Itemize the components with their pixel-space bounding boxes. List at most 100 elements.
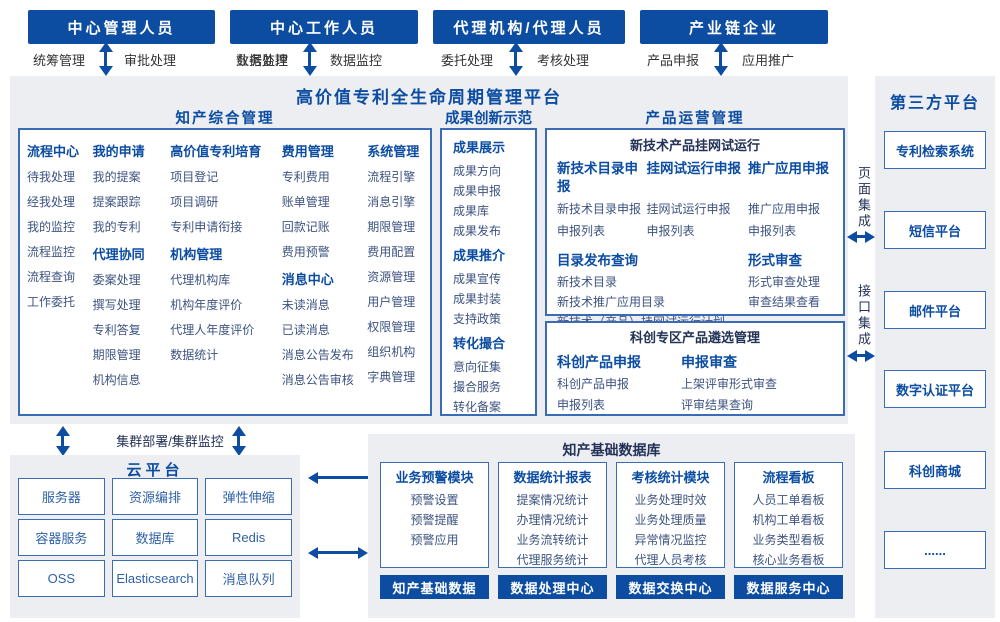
third-party-box-email: 邮件平台 bbox=[884, 291, 986, 329]
menu-group-items: 推广应用申报申报列表 bbox=[748, 198, 833, 242]
menu-group-header: 代理协同 bbox=[92, 247, 145, 262]
double-arrow-horizontal-icon bbox=[856, 354, 866, 357]
menu-group: 目录发布查询 新技术目录新技术推广应用目录新技术（产品）挂网试运行计划 bbox=[557, 250, 739, 332]
menu-item: 机构信息 bbox=[92, 373, 141, 387]
arrow-left-icon bbox=[317, 476, 369, 479]
menu-item: 评审结果查询 bbox=[681, 398, 754, 412]
menu-item: 流程引擎 bbox=[367, 170, 416, 184]
menu-item: 异常情况监控 bbox=[634, 533, 707, 547]
menu-group-items: 未读消息已读消息消息公告发布消息公告审核 bbox=[282, 293, 368, 393]
role-label-right: 应用推广 bbox=[742, 53, 795, 68]
third-party-box-more: ...... bbox=[884, 531, 986, 569]
role-label-left: 委托处理 bbox=[441, 53, 494, 68]
menu-group-items: 流程引擎消息引擎期限管理费用配置资源管理用户管理权限管理组织机构字典管理 bbox=[367, 165, 423, 390]
menu-item: 成果方向 bbox=[453, 164, 502, 178]
menu-item: 项目调研 bbox=[170, 195, 219, 209]
menu-group-header: 成果展示 bbox=[453, 140, 506, 155]
achievements-panel: 成果展示 成果方向成果申报成果库成果发布 成果推介 成果宣传成果封装支持政策 转… bbox=[440, 128, 537, 416]
menu-group-items: 业务处理时效业务处理质量异常情况监控代理人员考核 bbox=[617, 490, 724, 567]
third-party-title: 第三方平台 bbox=[889, 95, 980, 112]
menu-item: 业务类型看板 bbox=[752, 533, 825, 547]
role-title: 中心管理人员 bbox=[28, 10, 215, 44]
menu-group-header: 系统管理 bbox=[367, 144, 420, 159]
third-party-box-sci-mall: 科创商城 bbox=[884, 451, 986, 489]
menu-item: 流程查询 bbox=[27, 270, 76, 284]
menu-column: 高价值专利培育 项目登记项目调研专利申请衔接 机构管理 代理机构库机构年度评价代… bbox=[170, 139, 281, 405]
menu-item: 专利费用 bbox=[281, 170, 330, 184]
menu-group-header: 挂网试运行申报 bbox=[646, 161, 742, 176]
menu-group-items: 成果宣传成果封装支持政策 bbox=[453, 269, 535, 329]
menu-item: 代理人员考核 bbox=[634, 553, 707, 567]
menu-item: 预警应用 bbox=[410, 533, 459, 547]
menu-group-header: 消息中心 bbox=[281, 272, 334, 287]
menu-item: 未读消息 bbox=[281, 298, 330, 312]
double-arrow-vertical-icon bbox=[308, 52, 311, 66]
menu-item: 人员工单看板 bbox=[752, 493, 825, 507]
menu-item: 机构年度评价 bbox=[170, 298, 243, 312]
double-arrow-horizontal-icon bbox=[856, 235, 866, 238]
menu-item: 数据统计 bbox=[170, 348, 219, 362]
double-arrow-vertical-icon bbox=[514, 52, 517, 66]
menu-item: 资源管理 bbox=[367, 270, 416, 284]
db-bottom-bar: 数据服务中心 bbox=[734, 575, 843, 599]
menu-column: 费用管理 专利费用账单管理回款记账费用预警 消息中心 未读消息已读消息消息公告发… bbox=[282, 139, 368, 405]
menu-item: 科创产品申报 bbox=[557, 377, 630, 391]
db-column-stats-report: 数据统计报表 提案情况统计办理情况统计业务流转统计代理服务统计 bbox=[498, 462, 607, 568]
menu-column: 流程中心 待我处理经我处理我的监控流程监控流程查询工作委托 bbox=[27, 139, 93, 405]
menu-item: 成果库 bbox=[453, 204, 490, 218]
menu-group-header: 考核统计模块 bbox=[631, 470, 710, 485]
cloud-service-box: Redis bbox=[205, 519, 292, 556]
menu-item: 新技术推广应用目录 bbox=[557, 295, 666, 309]
menu-item: 工作委托 bbox=[27, 295, 76, 309]
menu-group: 申报审查 上架评审形式审查评审结果查询 bbox=[681, 350, 777, 416]
cloud-service-box: 服务器 bbox=[18, 478, 105, 515]
cloud-service-box: 数据库 bbox=[111, 519, 199, 556]
menu-group: 新技术目录申报 新技术目录申报申报列表 bbox=[557, 160, 645, 242]
menu-group-items: 上架评审形式审查评审结果查询 bbox=[681, 374, 777, 416]
ip-management-panel: 流程中心 待我处理经我处理我的监控流程监控流程查询工作委托 我的申请 我的提案提… bbox=[18, 128, 432, 416]
menu-group: 推广应用申报 推广应用申报申报列表 bbox=[748, 160, 833, 242]
cloud-service-box: 消息队列 bbox=[205, 560, 292, 597]
role-label-left: 业务处理 bbox=[236, 53, 289, 68]
cloud-service-box: Elasticsearch bbox=[111, 560, 199, 597]
db-column-kanban: 流程看板 人员工单看板机构工单看板业务类型看板核心业务看板 bbox=[734, 462, 843, 568]
menu-item: 用户管理 bbox=[367, 295, 416, 309]
menu-group-items: 预警设置预警提醒预警应用 bbox=[381, 490, 488, 550]
role-title: 代理机构/代理人员 bbox=[433, 10, 625, 44]
menu-item: 代理服务统计 bbox=[516, 553, 589, 567]
menu-item: 业务处理质量 bbox=[634, 513, 707, 527]
double-arrow-vertical-icon bbox=[719, 52, 722, 66]
platform-container: 高价值专利全生命周期管理平台 知产综合管理 成果创新示范 产品运营管理 流程中心… bbox=[10, 76, 848, 424]
third-party-box-patent-search: 专利检索系统 bbox=[884, 131, 986, 169]
menu-group-items: 专利费用账单管理回款记账费用预警 bbox=[282, 165, 368, 265]
menu-group-header: 流程中心 bbox=[27, 144, 80, 159]
menu-group-items: 挂网试运行申报申报列表 bbox=[647, 198, 747, 242]
db-column-warning: 业务预警模块 预警设置预警提醒预警应用 bbox=[380, 462, 489, 568]
cloud-service-box: OSS bbox=[18, 560, 105, 597]
menu-item: 机构工单看板 bbox=[752, 513, 825, 527]
menu-item: 成果封装 bbox=[453, 292, 502, 306]
menu-group-header: 目录发布查询 bbox=[557, 253, 638, 268]
menu-item: 组织机构 bbox=[367, 345, 416, 359]
menu-item: 消息公告审核 bbox=[281, 373, 354, 387]
menu-group-items: 我的提案提案跟踪我的专利 bbox=[93, 165, 171, 240]
cloud-service-box: 容器服务 bbox=[18, 519, 105, 556]
role-label-left: 统筹管理 bbox=[33, 53, 86, 68]
role-label-right: 数据监控 bbox=[330, 53, 383, 68]
menu-item: 待我处理 bbox=[27, 170, 76, 184]
menu-item: 流程监控 bbox=[27, 245, 76, 259]
menu-group-header: 我的申请 bbox=[92, 144, 145, 159]
menu-item: 经我处理 bbox=[27, 195, 76, 209]
menu-group-items: 成果方向成果申报成果库成果发布 bbox=[453, 161, 535, 241]
section-title-product-ops: 产品运营管理 bbox=[645, 111, 745, 127]
menu-item: 提案跟踪 bbox=[92, 195, 141, 209]
menu-item: 新技术目录申报 bbox=[557, 202, 642, 216]
menu-item: 字典管理 bbox=[367, 370, 416, 384]
menu-group-header: 转化撮合 bbox=[453, 336, 506, 351]
role-label-right: 审批处理 bbox=[124, 53, 177, 68]
menu-group: 挂网试运行申报 挂网试运行申报申报列表 bbox=[647, 160, 747, 242]
menu-item: 我的监控 bbox=[27, 220, 76, 234]
cluster-label: 集群部署/集群监控 bbox=[116, 434, 224, 449]
